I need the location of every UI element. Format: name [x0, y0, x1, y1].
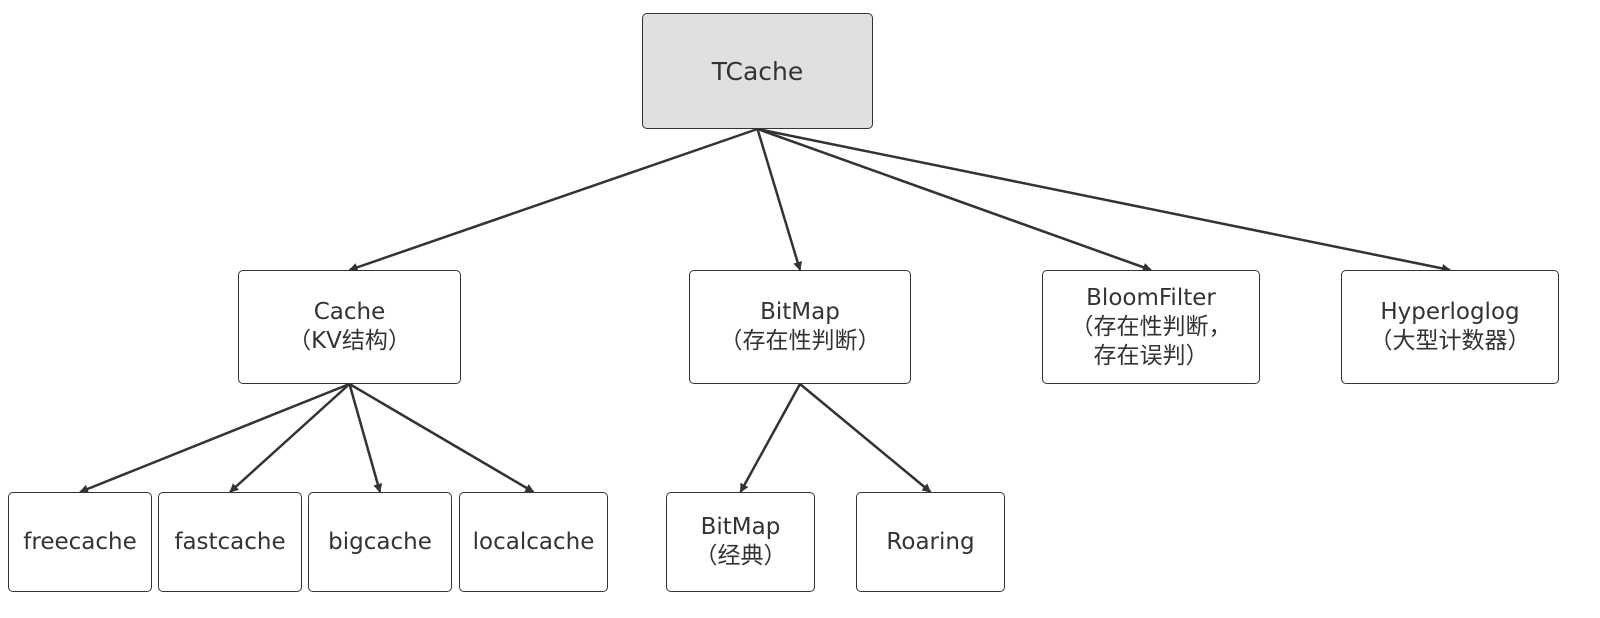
- node-bigcache[interactable]: bigcache: [308, 492, 452, 592]
- edge-cache-to-freecache: [79, 382, 350, 494]
- node-freecache[interactable]: freecache: [8, 492, 152, 592]
- node-bloomfilter[interactable]: BloomFilter （存在性判断， 存在误判）: [1042, 270, 1260, 384]
- node-label: TCache: [711, 56, 804, 86]
- node-sublabel-continued: 存在误判）: [1093, 342, 1209, 369]
- node-label: fastcache: [174, 528, 286, 555]
- node-sublabel: （存在性判断，: [1070, 313, 1232, 340]
- node-fastcache[interactable]: fastcache: [158, 492, 302, 592]
- node-label: freecache: [23, 528, 137, 555]
- edge-bitmap-to-roaring: [799, 383, 932, 493]
- node-bitmap[interactable]: BitMap （存在性判断）: [689, 270, 911, 384]
- node-localcache[interactable]: localcache: [459, 492, 608, 592]
- node-sublabel: （大型计数器）: [1369, 328, 1531, 354]
- node-cache[interactable]: Cache （KV结构）: [238, 270, 461, 384]
- node-sublabel: （KV结构）: [288, 328, 411, 354]
- node-label: BitMap: [700, 514, 781, 540]
- edge-cache-to-localcache: [348, 382, 535, 494]
- node-roaring[interactable]: Roaring: [856, 492, 1005, 592]
- node-label: Cache: [313, 299, 386, 325]
- edge-bitmap-to-bitmap_classic: [739, 383, 802, 493]
- edge-root-to-bitmap: [756, 128, 802, 271]
- node-hyperloglog[interactable]: Hyperloglog （大型计数器）: [1341, 270, 1559, 384]
- node-tcache[interactable]: TCache: [642, 13, 873, 129]
- node-label: bigcache: [328, 528, 432, 555]
- node-label: Roaring: [886, 528, 975, 555]
- edge-root-to-bloomfilter: [757, 127, 1152, 272]
- edge-root-to-hyperloglog: [757, 127, 1451, 273]
- edge-cache-to-bigcache: [348, 383, 383, 493]
- node-label: Hyperloglog: [1380, 299, 1520, 325]
- node-label: BloomFilter: [1086, 284, 1216, 311]
- edge-root-to-cache: [348, 127, 758, 272]
- node-sublabel: （经典）: [694, 543, 787, 569]
- node-sublabel: （存在性判断）: [719, 328, 881, 354]
- node-bitmap-classic[interactable]: BitMap （经典）: [666, 492, 815, 592]
- node-label: BitMap: [760, 299, 840, 325]
- node-label: localcache: [472, 528, 595, 555]
- edge-cache-to-fastcache: [229, 383, 351, 493]
